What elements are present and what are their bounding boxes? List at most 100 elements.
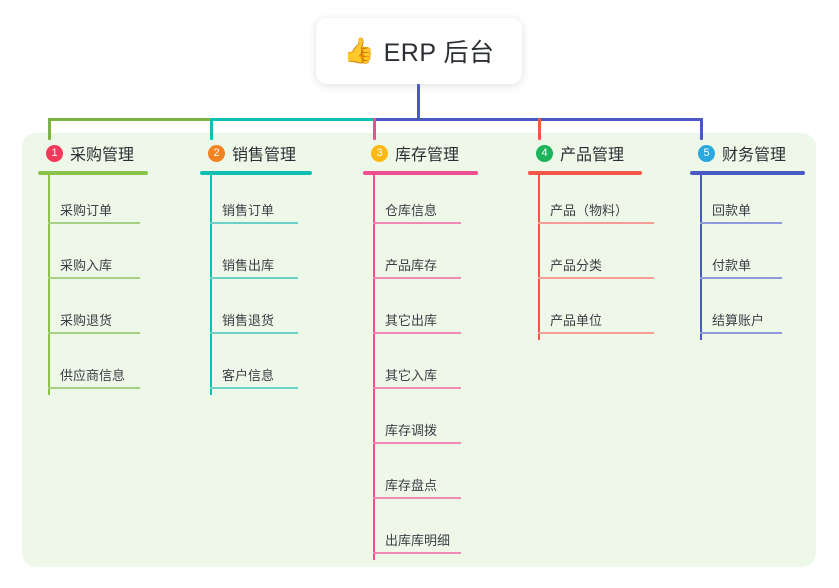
branch-item[interactable]: 仓库信息: [363, 175, 478, 230]
branch-header-2[interactable]: 2 销售管理: [200, 140, 312, 166]
branch-item[interactable]: 出库库明细: [363, 505, 478, 560]
branch-item-underline: [210, 332, 298, 334]
connector-drop-4: [538, 118, 541, 140]
branch-item-underline: [373, 497, 461, 499]
connector-bar-segment-2: [210, 118, 376, 121]
branch-item[interactable]: 库存调拨: [363, 395, 478, 450]
branch-item-underline: [210, 222, 298, 224]
branch-item-label: 采购退货: [60, 313, 113, 328]
branch-header-3[interactable]: 3 库存管理: [363, 140, 478, 166]
branch-item[interactable]: 产品库存: [363, 230, 478, 285]
branch-item-underline: [210, 387, 298, 389]
branch-item[interactable]: 供应商信息: [38, 340, 148, 395]
branch-item[interactable]: 付款单: [690, 230, 805, 285]
branch-item-label: 回款单: [712, 203, 752, 218]
branch-item-label: 采购入库: [60, 258, 113, 273]
connector-drop-2: [210, 118, 213, 140]
branch-spine-5: [700, 175, 702, 340]
branch-item[interactable]: 客户信息: [200, 340, 312, 395]
branch-item[interactable]: 采购入库: [38, 230, 148, 285]
branch-item-underline: [700, 277, 782, 279]
branch-item-label: 付款单: [712, 258, 752, 273]
branch-item-underline: [373, 222, 461, 224]
branch-number-badge-4: 4: [536, 144, 553, 162]
branch-item[interactable]: 其它入库: [363, 340, 478, 395]
branch-title-3: 库存管理: [395, 147, 460, 164]
branches-panel: [22, 133, 816, 567]
branch-item[interactable]: 采购订单: [38, 175, 148, 230]
branch-underline-3: [363, 171, 478, 175]
branch-item[interactable]: 销售退货: [200, 285, 312, 340]
branch-item-label: 销售订单: [222, 203, 275, 218]
branch-item[interactable]: 结算账户: [690, 285, 805, 340]
branch-item-underline: [48, 277, 140, 279]
branch-item[interactable]: 其它出库: [363, 285, 478, 340]
branch-item[interactable]: 产品分类: [528, 230, 654, 285]
connector-bar-segment-1: [48, 118, 213, 121]
branch-number-badge-1: 1: [46, 144, 63, 162]
branch-item-list-4: 产品（物料） 产品分类产品单位: [528, 175, 654, 340]
branch-item-label: 库存调拨: [385, 423, 438, 438]
branch-column-4: 4 产品管理产品（物料） 产品分类产品单位: [528, 140, 654, 340]
branch-item-underline: [48, 387, 140, 389]
branch-item-label: 出库库明细: [385, 533, 451, 548]
branch-item-label: 产品单位: [550, 313, 603, 328]
connector-bar-segment-3: [373, 118, 541, 121]
branch-underline-5: [690, 171, 805, 175]
branch-item-label: 客户信息: [222, 368, 275, 383]
branch-item-label: 销售退货: [222, 313, 275, 328]
branch-underline-4: [528, 171, 642, 175]
branch-header-4[interactable]: 4 产品管理: [528, 140, 642, 166]
branch-item-label: 其它入库: [385, 368, 438, 383]
branch-item[interactable]: 库存盘点: [363, 450, 478, 505]
branch-title-2: 销售管理: [232, 147, 297, 164]
branch-item-underline: [48, 222, 140, 224]
branch-item-label: 库存盘点: [385, 478, 438, 493]
branch-item[interactable]: 销售出库: [200, 230, 312, 285]
branch-item-label: 其它出库: [385, 313, 438, 328]
branch-item[interactable]: 销售订单: [200, 175, 312, 230]
connector-root-trunk: [417, 84, 420, 121]
branch-item[interactable]: 回款单: [690, 175, 805, 230]
branch-item-underline: [373, 387, 461, 389]
branch-item-underline: [373, 332, 461, 334]
branch-title-4: 产品管理: [560, 147, 625, 164]
branch-item-underline: [210, 277, 298, 279]
branch-item-underline: [538, 222, 654, 224]
branch-item-label: 产品分类: [550, 258, 603, 273]
branch-item-label: 采购订单: [60, 203, 113, 218]
branch-column-2: 2 销售管理销售订单销售出库销售退货客户信息: [200, 140, 312, 395]
branch-item-underline: [700, 332, 782, 334]
branch-item-list-5: 回款单付款单结算账户: [690, 175, 805, 340]
branch-item-label: 结算账户: [712, 313, 765, 328]
root-node[interactable]: 👍 ERP 后台: [316, 18, 522, 84]
branch-item-underline: [48, 332, 140, 334]
branch-item[interactable]: 产品（物料）: [528, 175, 654, 230]
connector-drop-5: [700, 118, 703, 140]
branch-item-label: 销售出库: [222, 258, 275, 273]
branch-item-label: 仓库信息: [385, 203, 438, 218]
branch-spine-3: [373, 175, 375, 560]
branch-underline-1: [38, 171, 148, 175]
branch-item-label: 产品（物料）: [550, 203, 629, 218]
branch-item-underline: [373, 442, 461, 444]
branch-item-underline: [700, 222, 782, 224]
branch-underline-2: [200, 171, 312, 175]
branch-item[interactable]: 产品单位: [528, 285, 654, 340]
branch-item-list-1: 采购订单采购入库采购退货供应商信息: [38, 175, 148, 395]
branch-number-badge-5: 5: [698, 144, 715, 162]
thumbs-up-icon: 👍: [343, 36, 375, 65]
connector-bar-segment-4: [538, 118, 703, 121]
branch-item-label: 供应商信息: [60, 368, 126, 383]
root-node-title: ERP 后台: [383, 39, 495, 67]
branch-spine-1: [48, 175, 50, 395]
branch-number-badge-3: 3: [371, 144, 388, 162]
branch-number-badge-2: 2: [208, 144, 225, 162]
branch-item[interactable]: 采购退货: [38, 285, 148, 340]
branch-item-list-3: 仓库信息产品库存其它出库其它入库库存调拨库存盘点出库库明细: [363, 175, 478, 560]
branch-item-label: 产品库存: [385, 258, 438, 273]
